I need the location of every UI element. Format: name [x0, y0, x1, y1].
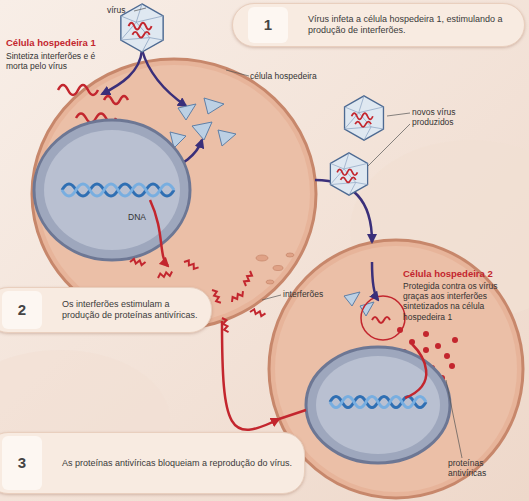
step-text: Os interferões estimulam a produção de p… — [62, 287, 202, 333]
step-band: 3 As proteínas antivíricas bloqueiam a re… — [0, 432, 305, 494]
callout-number: 1 — [248, 3, 288, 47]
callout-number: 3 — [2, 432, 42, 494]
callout-label: vírus — [107, 5, 141, 15]
step-text: As proteínas antivíricas bloqueiam a rep… — [62, 432, 297, 494]
callout-number: 2 — [2, 287, 42, 333]
connector-arrow — [315, 180, 372, 242]
cell-heading: Célula hospedeira 1 — [6, 37, 116, 48]
cell-description: Protegida contra os vírus graças aos int… — [403, 281, 525, 322]
step-text: Vírus infeta a célula hospedeira 1, esti… — [308, 3, 528, 47]
callout-label: proteínas antivíricas — [448, 458, 514, 478]
callout-label: novos vírus produzidos — [412, 107, 476, 127]
step-band: 2 Os interferões estimulam a produção de … — [0, 287, 212, 333]
callout-label: DNA — [128, 212, 158, 222]
callout-label: interferões — [283, 289, 343, 299]
cell-heading: Célula hospedeira 2 — [403, 268, 525, 279]
cell-description: Sintetiza interferões e é morta pelo vír… — [6, 51, 110, 71]
callout-label: célula hospedeira — [250, 71, 332, 81]
cell-node: Célula hospedeira 2 Protegida contra os v… — [267, 238, 525, 500]
step-band: 1 Vírus infeta a célula hospedeira 1, est… — [232, 3, 525, 47]
